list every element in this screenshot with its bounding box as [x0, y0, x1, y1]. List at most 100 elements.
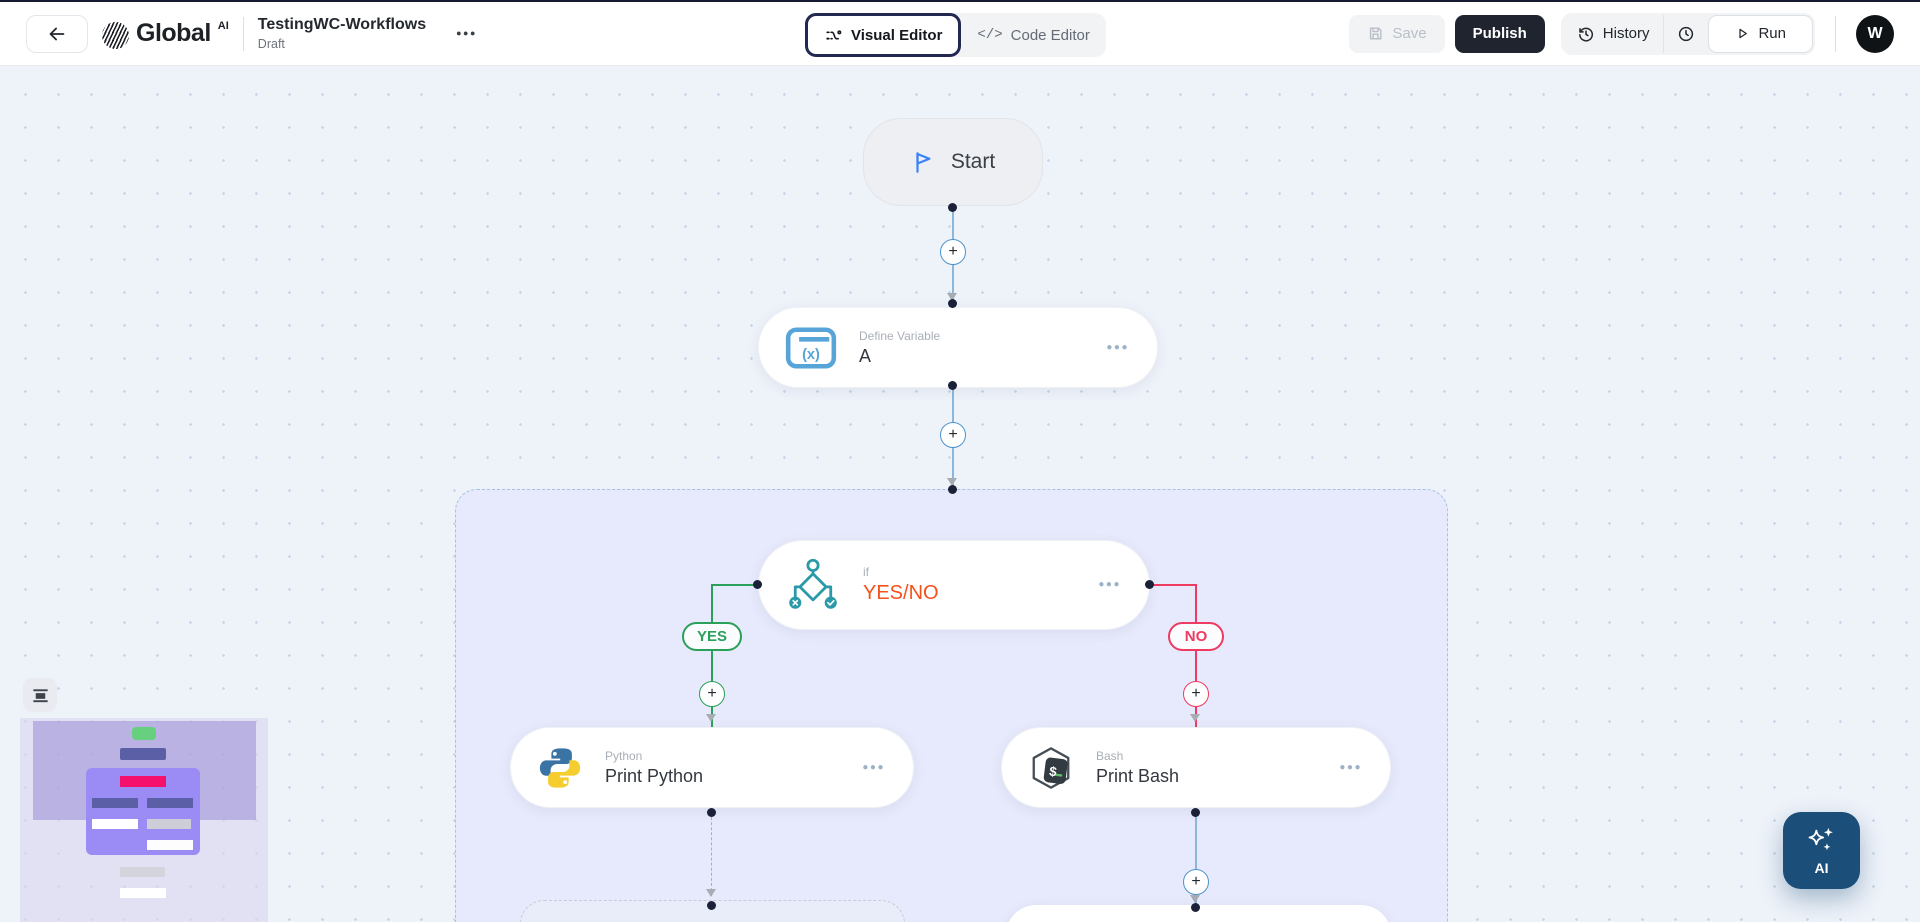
arrowhead — [947, 293, 957, 301]
node-start-label: Start — [950, 150, 996, 173]
minimap-python-node — [92, 798, 138, 808]
node-name-label: Print Python — [605, 765, 704, 786]
code-editor-icon: </> — [977, 27, 1003, 43]
back-arrow-icon — [49, 27, 65, 40]
arrowhead — [706, 889, 716, 897]
workflow-canvas[interactable]: + + Start (x) Define Variable A ●●● YES … — [0, 66, 1920, 922]
minimap-node — [92, 819, 138, 829]
port-dot[interactable] — [948, 299, 957, 308]
add-step-no-button[interactable]: + — [1183, 681, 1209, 707]
minimap-define-node — [120, 748, 166, 760]
editor-mode-tabs: Visual Editor </> Code Editor — [805, 13, 1106, 57]
port-dot[interactable] — [1191, 903, 1200, 912]
arrange-icon — [32, 688, 48, 702]
publish-button[interactable]: Publish — [1454, 14, 1545, 53]
globe-logo-icon — [102, 22, 129, 49]
tab-visual-editor-label: Visual Editor — [851, 26, 943, 44]
node-type-label: Python — [605, 748, 643, 763]
schedule-clock-button[interactable] — [1664, 15, 1708, 53]
minimap-if-node — [120, 776, 166, 787]
save-button[interactable]: Save — [1349, 14, 1445, 53]
tab-code-editor[interactable]: </> Code Editor — [961, 13, 1105, 57]
back-button[interactable] — [26, 14, 88, 53]
workflow-menu-button[interactable]: ●●● — [456, 27, 477, 38]
define-variable-icon: (x) — [785, 326, 837, 369]
node-type-label: Define Variable — [859, 328, 941, 343]
yes-branch-badge[interactable]: YES — [682, 622, 742, 651]
divider — [242, 16, 244, 51]
visual-editor-route-icon — [826, 29, 842, 40]
port-dot[interactable] — [1191, 808, 1200, 817]
history-icon — [1578, 27, 1593, 42]
save-floppy-icon — [1370, 27, 1382, 40]
python-icon — [539, 747, 581, 788]
arrowhead — [1190, 714, 1200, 722]
tab-visual-editor[interactable]: Visual Editor — [805, 13, 962, 57]
node-menu-button[interactable]: ●●● — [862, 761, 885, 773]
window-top-edge — [0, 0, 1920, 2]
user-avatar[interactable]: W — [1856, 14, 1894, 53]
node-python[interactable]: Python Print Python ●●● — [510, 727, 914, 808]
port-dot[interactable] — [707, 808, 716, 817]
workflow-status-draft: Draft — [257, 37, 285, 51]
history-button[interactable]: History — [1563, 15, 1664, 53]
no-branch-line — [1150, 584, 1196, 586]
auto-arrange-button[interactable] — [23, 678, 57, 712]
minimap-node — [147, 819, 191, 829]
yes-branch-line — [711, 584, 713, 727]
arrowhead — [947, 478, 957, 486]
ai-assistant-label: AI — [1814, 859, 1829, 876]
node-name-label: A — [859, 345, 872, 366]
no-branch-line — [1195, 584, 1197, 727]
if-decision-icon — [789, 558, 837, 609]
minimap-start-node — [132, 727, 156, 740]
node-start[interactable]: Start — [863, 118, 1043, 206]
node-name-label: YES/NO — [863, 582, 939, 604]
svg-text:(x): (x) — [802, 346, 820, 362]
node-menu-button[interactable]: ●●● — [1106, 341, 1129, 353]
arrowhead — [706, 714, 716, 722]
minimap-node — [147, 840, 193, 850]
node-menu-button[interactable]: ●●● — [1339, 761, 1362, 773]
run-controls-group: History Run — [1560, 12, 1815, 55]
node-menu-button[interactable]: ●●● — [1098, 579, 1121, 590]
minimap-node — [120, 867, 165, 877]
ai-assistant-button[interactable]: AI — [1783, 812, 1860, 889]
add-step-yes-button[interactable]: + — [699, 681, 725, 707]
run-play-icon — [1739, 28, 1748, 39]
minimap[interactable] — [20, 718, 268, 922]
port-dot[interactable] — [948, 381, 957, 390]
start-flag-icon — [916, 152, 931, 173]
node-bash[interactable]: $ Bash Print Bash ●●● — [1001, 727, 1391, 808]
brand-superscript: AI — [217, 20, 229, 32]
port-dot[interactable] — [948, 485, 957, 494]
port-dot[interactable] — [948, 203, 957, 212]
divider — [1835, 15, 1836, 52]
connector-python-next — [711, 812, 713, 896]
node-type-label: if — [863, 565, 869, 579]
history-button-label: History — [1602, 25, 1650, 42]
connector-bash-next — [1195, 812, 1197, 905]
node-name-label: Print Bash — [1096, 765, 1180, 786]
node-if[interactable]: if YES/NO ●●● — [758, 540, 1150, 630]
port-dot[interactable] — [707, 901, 716, 910]
workflow-title: TestingWC-Workflows — [257, 16, 427, 33]
brand-name: Global — [136, 19, 211, 47]
add-step-button[interactable]: + — [940, 422, 966, 448]
publish-button-label: Publish — [1472, 25, 1527, 42]
ai-sparkles-icon — [1808, 827, 1833, 850]
run-button[interactable]: Run — [1708, 14, 1813, 53]
add-step-button[interactable]: + — [940, 239, 966, 265]
brand-logo: Global AI — [102, 18, 229, 49]
port-dot[interactable] — [1145, 580, 1154, 589]
next-node-partial[interactable] — [1006, 905, 1391, 922]
divider — [1663, 14, 1665, 53]
arrowhead — [1190, 895, 1200, 903]
yes-branch-line — [712, 584, 758, 586]
port-dot[interactable] — [753, 580, 762, 589]
clock-icon — [1679, 26, 1694, 41]
add-step-button[interactable]: + — [1183, 869, 1209, 895]
tab-code-editor-label: Code Editor — [1010, 26, 1090, 44]
no-branch-badge[interactable]: NO — [1168, 622, 1224, 651]
node-define-variable[interactable]: (x) Define Variable A ●●● — [758, 307, 1158, 388]
